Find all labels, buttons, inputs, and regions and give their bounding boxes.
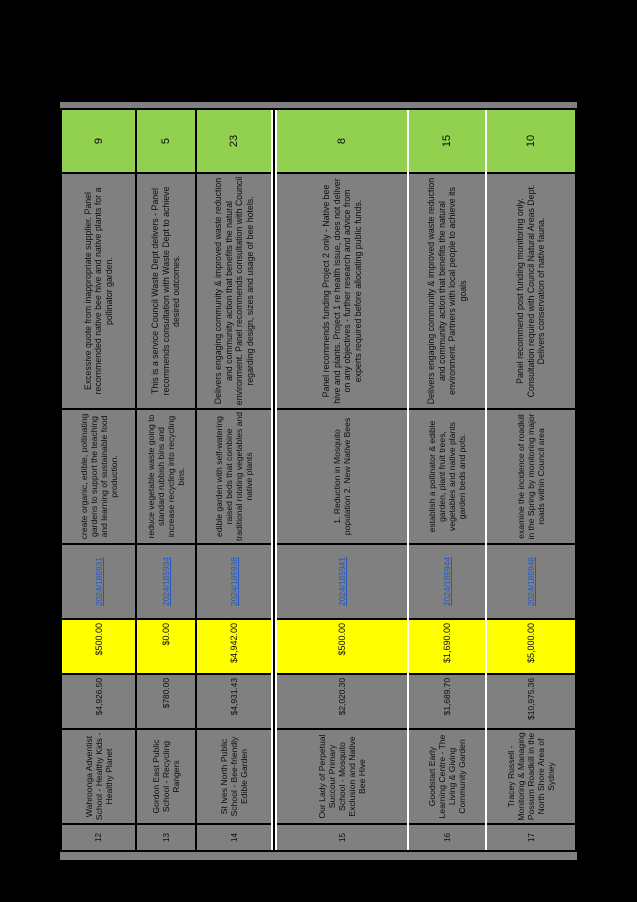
reference-link[interactable]: 2024/185944	[442, 557, 452, 606]
cell-total-cost: $2,020.30	[277, 673, 407, 728]
cell-votes: 9	[62, 110, 135, 172]
cell-total-cost: $1,689.70	[409, 673, 485, 728]
cell-votes: 23	[197, 110, 271, 172]
cell-organisation: Wahroonga Adventist School - Healthy Kid…	[62, 728, 135, 823]
cell-total-cost: $10,975.36	[487, 673, 575, 728]
cell-total-cost: $4,931.43	[197, 673, 271, 728]
cell-votes: 10	[487, 110, 575, 172]
cell-total-cost: $4,926.50	[62, 673, 135, 728]
cell-project-description: create organic, edible, pollinating gard…	[62, 408, 135, 543]
cell-reference: 2024/185944	[409, 543, 485, 618]
reference-link[interactable]: 2024/185931	[93, 557, 104, 606]
cell-project-description: edible garden with self-watering raised …	[197, 408, 271, 543]
cell-row-number: 14	[197, 823, 271, 850]
cell-panel-outcome: This is a service Council Waste Dept del…	[137, 172, 195, 408]
cell-amount-funded: $4,942.00	[197, 618, 271, 673]
cell-organisation: Goodstart Early Learning Centre - The Li…	[409, 728, 485, 823]
cell-panel-outcome: Delivers engaging community & improved w…	[197, 172, 271, 408]
page-edge-sliver-left	[60, 852, 577, 860]
cell-panel-outcome: Delivers engaging community & improved w…	[409, 172, 485, 408]
cell-organisation: Tracey Russell - Monitoring & Managing P…	[487, 728, 575, 823]
cell-reference: 2024/185941	[277, 543, 407, 618]
cell-row-number: 13	[137, 823, 195, 850]
cell-amount-funded: $0.00	[137, 618, 195, 673]
cell-organisation: St Ives North Public School - Bee-friend…	[197, 728, 271, 823]
cell-votes: 5	[137, 110, 195, 172]
cell-amount-funded: $5,000.00	[487, 618, 575, 673]
cell-reference: 2024/185938	[197, 543, 271, 618]
cell-reference: 2024/185948	[487, 543, 575, 618]
cell-project-description: examine the incidence of roadkill in the…	[487, 408, 575, 543]
cell-organisation: Gordon East Public School - Recycling Ra…	[137, 728, 195, 823]
cell-panel-outcome: Panel recommend post funding monitoring …	[487, 172, 575, 408]
cell-panel-outcome: Excessive quote from inappropriate suppl…	[62, 172, 135, 408]
cell-panel-outcome: Panel recommends funding Project 2 only …	[277, 172, 407, 408]
cell-reference: 2024/185931	[62, 543, 135, 618]
cell-amount-funded: $1,690.00	[409, 618, 485, 673]
cell-project-description: 1. Reduction in Mosquito population 2. N…	[277, 408, 407, 543]
cell-votes: 8	[277, 110, 407, 172]
reference-link[interactable]: 2024/185934	[161, 557, 171, 606]
cell-reference: 2024/185934	[137, 543, 195, 618]
cell-row-number: 15	[277, 823, 407, 850]
cell-project-description: establish a pollinator & edible garden, …	[409, 408, 485, 543]
cell-votes: 15	[409, 110, 485, 172]
reference-link[interactable]: 2024/185948	[526, 557, 536, 606]
reference-link[interactable]: 2024/185938	[229, 557, 239, 606]
cell-total-cost: $780.00	[137, 673, 195, 728]
cell-project-description: reduce vegetable waste going to standard…	[137, 408, 195, 543]
cell-row-number: 16	[409, 823, 485, 850]
cell-organisation: Our Lady of Perpetual Succour Primary Sc…	[277, 728, 407, 823]
reference-link[interactable]: 2024/185941	[337, 557, 347, 606]
cell-row-number: 17	[487, 823, 575, 850]
cell-row-number: 12	[62, 823, 135, 850]
cell-amount-funded: $500.00	[277, 618, 407, 673]
cell-amount-funded: $500.00	[62, 618, 135, 673]
